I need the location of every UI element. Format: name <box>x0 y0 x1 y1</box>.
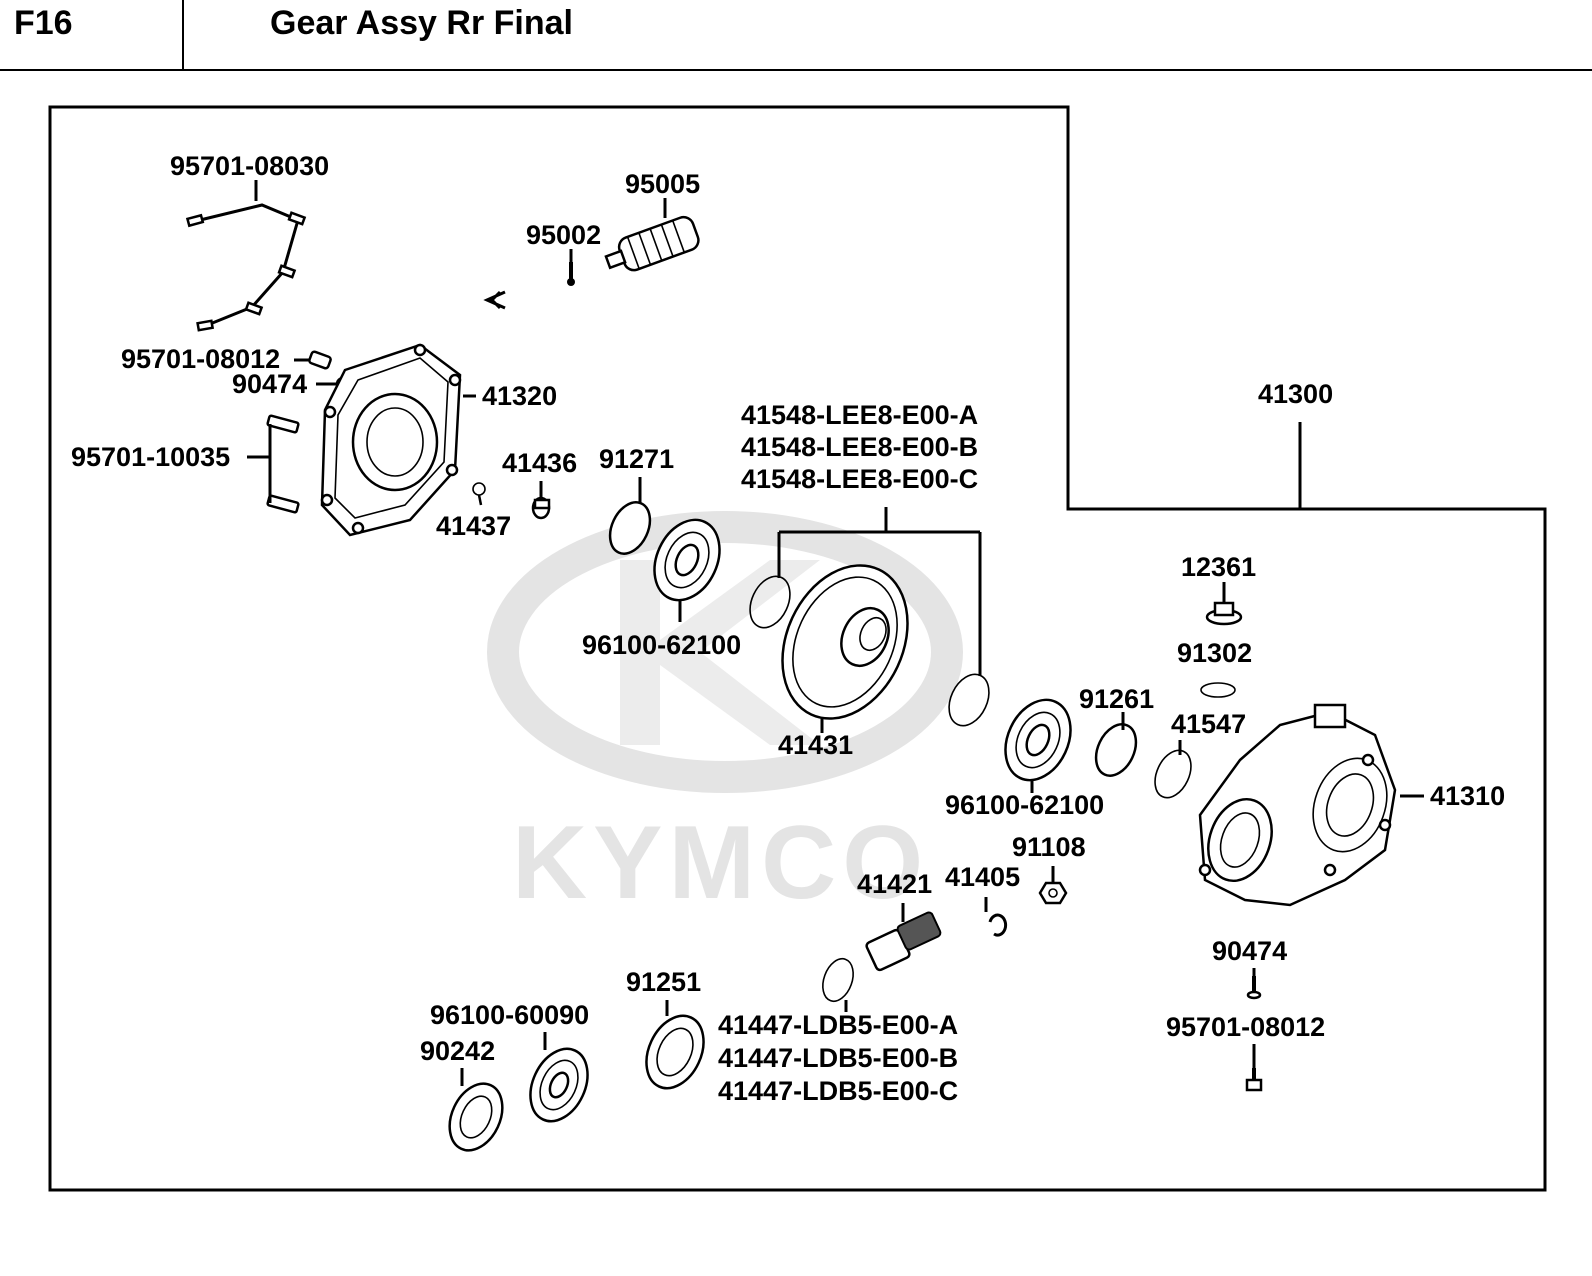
label-41421: 41421 <box>857 869 932 899</box>
label-41547: 41547 <box>1171 709 1246 739</box>
label-95701-08012-bottom: 95701-08012 <box>1166 1012 1325 1042</box>
label-95002: 95002 <box>526 220 601 250</box>
label-41300: 41300 <box>1258 379 1333 409</box>
oil-seal-icon <box>1094 723 1138 777</box>
header-rule <box>0 69 1592 71</box>
label-41320: 41320 <box>482 381 557 411</box>
bolt-icon <box>1245 1068 1263 1092</box>
label-41447-c: 41447-LDB5-E00-C <box>718 1076 958 1106</box>
bolt-icon <box>266 414 300 514</box>
label-41548-a: 41548-LEE8-E00-A <box>741 400 978 430</box>
nut-icon <box>1038 881 1068 905</box>
clip-icon <box>472 482 486 506</box>
page-header: F16 Gear Assy Rr Final <box>0 0 1592 71</box>
bolt-icon <box>567 262 575 286</box>
circlip-icon <box>988 913 1008 937</box>
label-90474-top: 90474 <box>232 369 307 399</box>
ring-gear-icon <box>781 564 909 720</box>
label-41548-b: 41548-LEE8-E00-B <box>741 432 978 462</box>
watermark-text: KYMCO <box>512 805 929 921</box>
label-96100-60090: 96100-60090 <box>430 1000 589 1030</box>
o-ring-icon <box>1200 682 1236 698</box>
washer-icon <box>1246 976 1262 1000</box>
leader-lines <box>247 180 1424 1086</box>
clip-icon <box>483 290 506 310</box>
label-95701-08030: 95701-08030 <box>170 151 329 181</box>
page-title: Gear Assy Rr Final <box>270 4 573 42</box>
label-41447-b: 41447-LDB5-E00-B <box>718 1043 958 1073</box>
o-ring-icon <box>749 575 791 629</box>
label-95701-08012-top: 95701-08012 <box>121 344 280 374</box>
label-41405: 41405 <box>945 862 1020 892</box>
header-divider <box>182 0 184 70</box>
diagram-frame <box>48 105 1547 1192</box>
label-91302: 91302 <box>1177 638 1252 668</box>
label-91261: 91261 <box>1079 684 1154 714</box>
label-91251: 91251 <box>626 967 701 997</box>
label-96100-62100-right: 96100-62100 <box>945 790 1104 820</box>
label-95005: 95005 <box>625 169 700 199</box>
section-code: F16 <box>14 4 73 42</box>
bearing-icon <box>529 1047 589 1123</box>
label-90242: 90242 <box>420 1036 495 1066</box>
label-41548-c: 41548-LEE8-E00-C <box>741 464 978 494</box>
label-12361: 12361 <box>1181 552 1256 582</box>
pinion-gear-icon <box>865 911 942 972</box>
shim-ring-icon <box>822 957 854 1003</box>
oil-seal-icon <box>448 1082 504 1152</box>
wire-harness-bolts-icon <box>185 203 307 332</box>
label-91271: 91271 <box>599 444 674 474</box>
bearing-icon <box>653 518 721 602</box>
kymco-watermark-logo: KYMCO <box>487 511 963 921</box>
label-91108: 91108 <box>1012 832 1086 862</box>
bearing-icon <box>1004 698 1072 782</box>
label-41431: 41431 <box>778 730 853 760</box>
o-ring-icon <box>1154 749 1192 799</box>
label-90474-bottom: 90474 <box>1212 936 1287 966</box>
bellows-boot-icon <box>604 215 700 272</box>
label-41436: 41436 <box>502 448 577 478</box>
label-41437: 41437 <box>436 511 511 541</box>
label-95701-10035: 95701-10035 <box>71 442 230 472</box>
filler-cap-icon <box>1205 601 1243 626</box>
bolt-icon <box>308 350 332 370</box>
label-96100-62100-left: 96100-62100 <box>582 630 741 660</box>
label-41447-a: 41447-LDB5-E00-A <box>718 1010 958 1040</box>
plug-icon <box>531 496 551 520</box>
case-cover-icon <box>320 343 462 537</box>
label-41310: 41310 <box>1430 781 1505 811</box>
gear-case-icon <box>1198 703 1397 907</box>
bearing-icon <box>645 1014 705 1090</box>
